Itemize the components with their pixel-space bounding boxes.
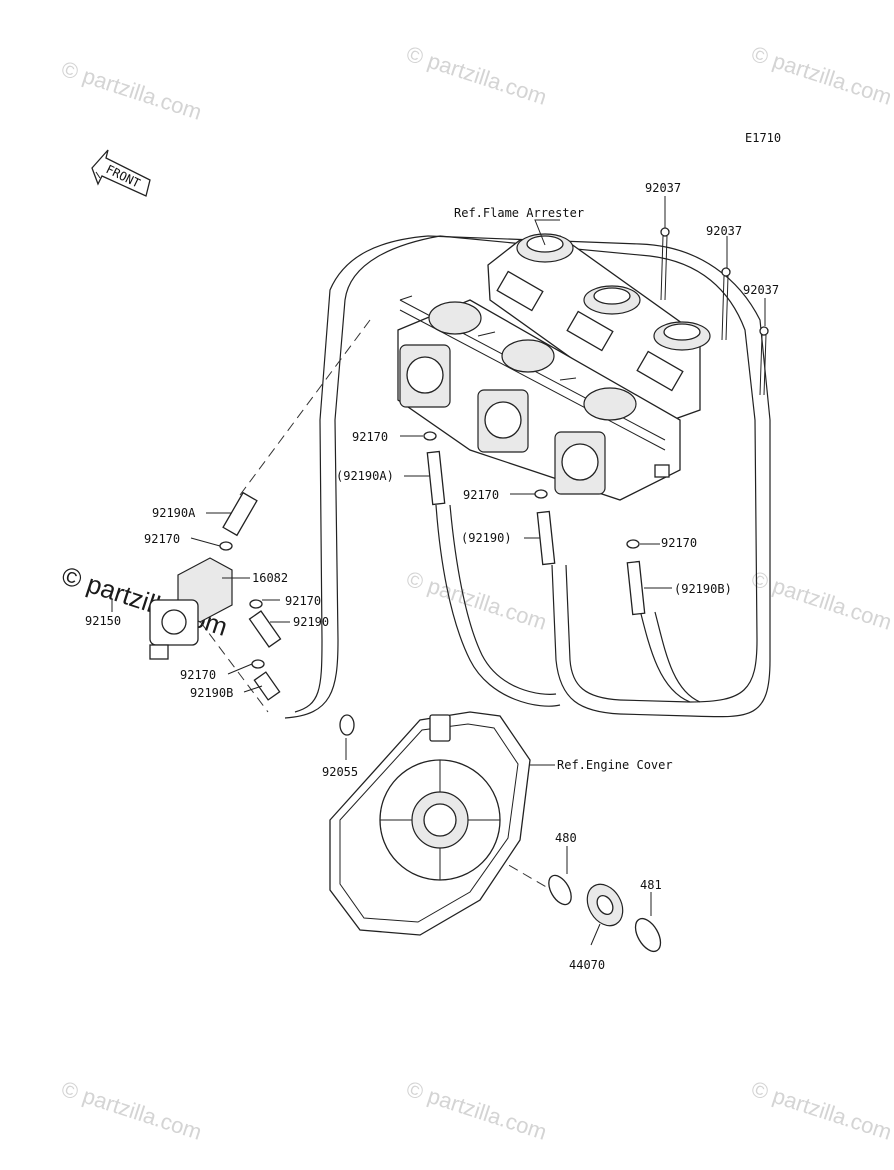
watermark: © partzilla.com: [403, 41, 549, 110]
part-label-92170: 92170: [180, 668, 216, 682]
diagram-code: E1710: [745, 131, 781, 145]
part-label-92170: 92170: [661, 536, 697, 550]
part-label-92037: 92037: [645, 181, 681, 195]
leader-lines: [111, 196, 766, 946]
watermark: © partzilla.com: [748, 1076, 894, 1145]
flame-arrester-flange: [487, 233, 711, 421]
part-label-92190b: (92190B): [674, 582, 732, 596]
part-label-92170: 92170: [144, 532, 180, 546]
carb-hoses: [426, 450, 646, 616]
ref-flame-arrester-label: Ref.Flame Arrester: [454, 206, 584, 220]
engine-cover: [329, 711, 531, 936]
part-label-92170: 92170: [352, 430, 388, 444]
part-label-92055: 92055: [322, 765, 358, 779]
watermark: © partzilla.com: [58, 56, 204, 125]
part-label-92190: 92190: [293, 615, 329, 629]
part-label-92170: 92170: [285, 594, 321, 608]
watermark: © partzilla.com: [58, 1076, 204, 1145]
front-arrow: FRONT: [91, 149, 151, 197]
long-bolts: [660, 227, 769, 396]
seal-parts: [548, 874, 662, 953]
fuel-valve: [149, 491, 282, 701]
part-label-92150: 92150: [85, 614, 121, 628]
watermark: © partzilla.com: [403, 566, 549, 635]
part-label-92190a: (92190A): [336, 469, 394, 483]
part-labels: Ref.Flame Arrester Ref.Engine Cover 9203…: [85, 181, 779, 972]
watermark: © partzilla.com: [403, 1076, 549, 1145]
carburetor-assembly: [397, 295, 681, 501]
part-label-92037: 92037: [743, 283, 779, 297]
clamps: [219, 431, 640, 669]
part-label-480: 480: [555, 831, 577, 845]
part-label-16082: 16082: [252, 571, 288, 585]
watermark: © partzilla.com: [748, 41, 894, 110]
part-label-481: 481: [640, 878, 662, 892]
part-label-92190a: 92190A: [152, 506, 196, 520]
part-label-92037: 92037: [706, 224, 742, 238]
ref-engine-cover-label: Ref.Engine Cover: [557, 758, 673, 772]
part-label-44070: 44070: [569, 958, 605, 972]
o-ring: [339, 714, 355, 736]
part-label-92190: (92190): [461, 531, 512, 545]
part-label-92190b: 92190B: [190, 686, 233, 700]
part-label-92170: 92170: [463, 488, 499, 502]
